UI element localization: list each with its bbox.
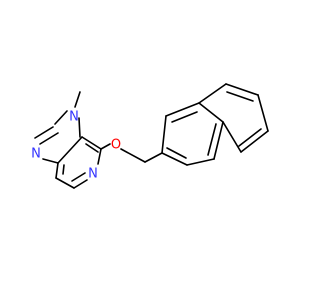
bond-n5-c6-double bbox=[71, 172, 86, 182]
molecule-structure: N N N O bbox=[31, 83, 269, 189]
bond-methyl bbox=[74, 91, 81, 108]
molecule-canvas: N N N O bbox=[31, 83, 269, 189]
atom-labels: N N N O bbox=[31, 110, 121, 182]
bond-n8-n7-double bbox=[226, 91, 254, 102]
bond-n6-n5 bbox=[240, 130, 269, 153]
bond-c2-n1-double bbox=[34, 126, 54, 139]
bond-n1-n8a-double bbox=[171, 111, 198, 123]
bond-o-ch2 bbox=[120, 148, 146, 163]
bond-n5-n4a bbox=[222, 121, 242, 153]
atom-n-pyridine: N bbox=[88, 167, 98, 182]
bond-n4a-n4-double bbox=[207, 123, 217, 156]
bond-c7-c7a bbox=[55, 162, 59, 179]
bond-c2-n1-double-2 bbox=[39, 132, 59, 145]
bonds bbox=[34, 83, 269, 189]
bond-n1-c7a bbox=[42, 158, 59, 164]
bond-n3-c2 bbox=[54, 110, 68, 125]
bond-n1-n8a bbox=[165, 102, 200, 117]
bond-n6-n5-double bbox=[238, 128, 262, 147]
bond-n3-n2-double bbox=[166, 147, 187, 159]
bond-c7-c7a-double bbox=[62, 164, 65, 175]
bond-n8a-n8 bbox=[198, 83, 227, 104]
bond-n8a-n4a bbox=[198, 102, 224, 123]
bond-n5-c6 bbox=[73, 179, 88, 189]
bond-n4a-n4 bbox=[213, 121, 224, 160]
bond-n3-n2 bbox=[161, 152, 188, 166]
bond-c3a-n3 bbox=[78, 117, 81, 138]
bond-c3a-c4 bbox=[81, 136, 102, 150]
atom-n-imidazole: N bbox=[31, 147, 41, 162]
bond-n4-n3 bbox=[186, 158, 215, 166]
bond-n2-n1 bbox=[161, 115, 167, 154]
atom-n-methyl: N bbox=[69, 110, 79, 125]
bond-c4-o bbox=[100, 143, 111, 150]
bond-n7-n6 bbox=[257, 94, 269, 132]
bond-c7a-c3a bbox=[57, 136, 83, 164]
atom-o-ether: O bbox=[111, 138, 121, 153]
bond-c4-n5 bbox=[97, 148, 102, 165]
bond-c3a-c4-double bbox=[85, 143, 99, 153]
bond-c6-c7 bbox=[55, 177, 75, 189]
bond-ch2-naph bbox=[144, 152, 163, 163]
bond-n8-n7 bbox=[225, 83, 259, 96]
